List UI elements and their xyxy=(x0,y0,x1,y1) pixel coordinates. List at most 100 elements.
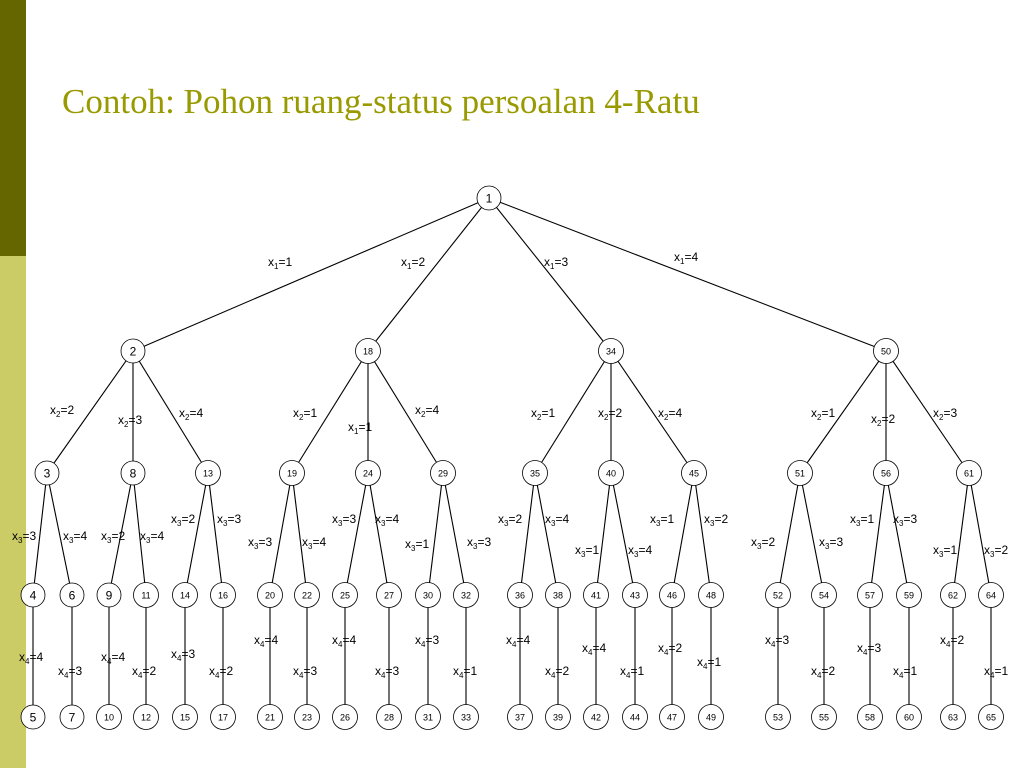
edge-label: x4=3 xyxy=(857,641,881,657)
node-circle xyxy=(279,460,305,486)
edge-label: x4=2 xyxy=(658,641,682,657)
tree-node: 23 xyxy=(294,704,320,730)
tree-edge xyxy=(595,472,612,596)
tree-node: 51 xyxy=(787,460,813,486)
tree-node: 37 xyxy=(507,704,533,730)
tree-node: 19 xyxy=(279,460,305,486)
tree-node: 43 xyxy=(622,582,648,608)
edge-label: x3=4 xyxy=(375,512,399,528)
node-circle xyxy=(765,704,791,730)
edge-label: x3=1 xyxy=(850,512,874,528)
edge-label: x2=2 xyxy=(598,406,622,422)
tree-node: 28 xyxy=(376,704,402,730)
node-label: 56 xyxy=(881,469,891,479)
tree-edge xyxy=(693,472,712,596)
edge-label: x4=3 xyxy=(293,664,317,680)
tree-node: 17 xyxy=(210,704,236,730)
node-label: 6 xyxy=(69,589,76,603)
tree-node: 53 xyxy=(765,704,791,730)
tree-node: 20 xyxy=(257,582,283,608)
edge-label: x4=4 xyxy=(254,633,278,649)
tree-edges xyxy=(32,197,992,717)
node-circle xyxy=(96,704,122,730)
edge-label: x3=2 xyxy=(704,512,728,528)
node-circle xyxy=(857,704,883,730)
node-circle xyxy=(811,582,837,608)
node-circle xyxy=(376,582,402,608)
tree-edge xyxy=(344,472,369,596)
tree-node: 6 xyxy=(59,582,85,608)
tree-node: 41 xyxy=(583,582,609,608)
tree-node: 32 xyxy=(453,582,479,608)
edge-label: x4=4 xyxy=(19,650,43,666)
tree-edge xyxy=(671,472,695,596)
edge-label: x2=4 xyxy=(415,403,439,419)
tree-node: 18 xyxy=(355,338,381,364)
edge-label: x3=2 xyxy=(171,512,195,528)
tree-edge xyxy=(367,472,390,596)
tree-edge xyxy=(367,197,490,352)
tree-node: 40 xyxy=(598,460,624,486)
tree-node: 2 xyxy=(120,338,146,364)
node-label: 46 xyxy=(667,591,677,601)
tree-edge xyxy=(869,472,887,596)
tree-node: 38 xyxy=(545,582,571,608)
node-circle xyxy=(507,704,533,730)
tree-edge xyxy=(291,472,308,596)
node-label: 65 xyxy=(986,713,996,723)
node-circle xyxy=(583,704,609,730)
edge-label: x2=1 xyxy=(531,406,555,422)
edge-label: x4=2 xyxy=(132,664,156,680)
node-circle xyxy=(940,704,966,730)
tree-node: 58 xyxy=(857,704,883,730)
tree-node: 11 xyxy=(133,582,159,608)
node-label: 5 xyxy=(30,711,37,725)
edge-label: x3=3 xyxy=(467,535,491,551)
tree-node: 63 xyxy=(940,704,966,730)
node-label: 16 xyxy=(218,591,228,601)
tree-edge xyxy=(442,472,467,596)
edge-label: x4=4 xyxy=(101,650,125,666)
tree-node: 39 xyxy=(545,704,571,730)
slide-title: Contoh: Pohon ruang-status persoalan 4-R… xyxy=(62,82,700,121)
node-label: 19 xyxy=(287,469,297,479)
node-circle xyxy=(355,460,381,486)
tree-node: 24 xyxy=(355,460,381,486)
tree-edge xyxy=(132,472,147,596)
node-circle xyxy=(59,582,85,608)
tree-node: 33 xyxy=(453,704,479,730)
node-label: 51 xyxy=(795,469,805,479)
tree-node: 47 xyxy=(659,704,685,730)
node-circle xyxy=(120,338,146,364)
tree-edge xyxy=(885,472,910,596)
node-circle xyxy=(940,582,966,608)
tree-node: 14 xyxy=(172,582,198,608)
node-circle xyxy=(133,582,159,608)
node-circle xyxy=(811,704,837,730)
edge-label: x4=1 xyxy=(453,664,477,680)
edge-label: x3=1 xyxy=(933,543,957,559)
tree-node: 60 xyxy=(896,704,922,730)
tree-node: 34 xyxy=(598,338,624,364)
edge-label: x4=3 xyxy=(415,633,439,649)
tree-node: 15 xyxy=(172,704,198,730)
tree-edge xyxy=(291,350,369,474)
edge-label: x3=4 xyxy=(628,543,652,559)
edge-label: x3=3 xyxy=(12,529,36,545)
edge-label: x3=3 xyxy=(332,512,356,528)
node-circle xyxy=(453,704,479,730)
node-circle xyxy=(659,582,685,608)
node-circle xyxy=(622,582,648,608)
tree-node: 54 xyxy=(811,582,837,608)
node-circle xyxy=(956,460,982,486)
tree-node: 57 xyxy=(857,582,883,608)
edge-label: x2=4 xyxy=(179,406,203,422)
node-label: 2 xyxy=(130,345,137,359)
node-label: 22 xyxy=(302,591,312,601)
edge-label: x2=2 xyxy=(871,412,895,428)
node-circle xyxy=(376,704,402,730)
tree-node: 30 xyxy=(415,582,441,608)
edge-label: x4=1 xyxy=(620,664,644,680)
node-label: 34 xyxy=(606,347,616,357)
